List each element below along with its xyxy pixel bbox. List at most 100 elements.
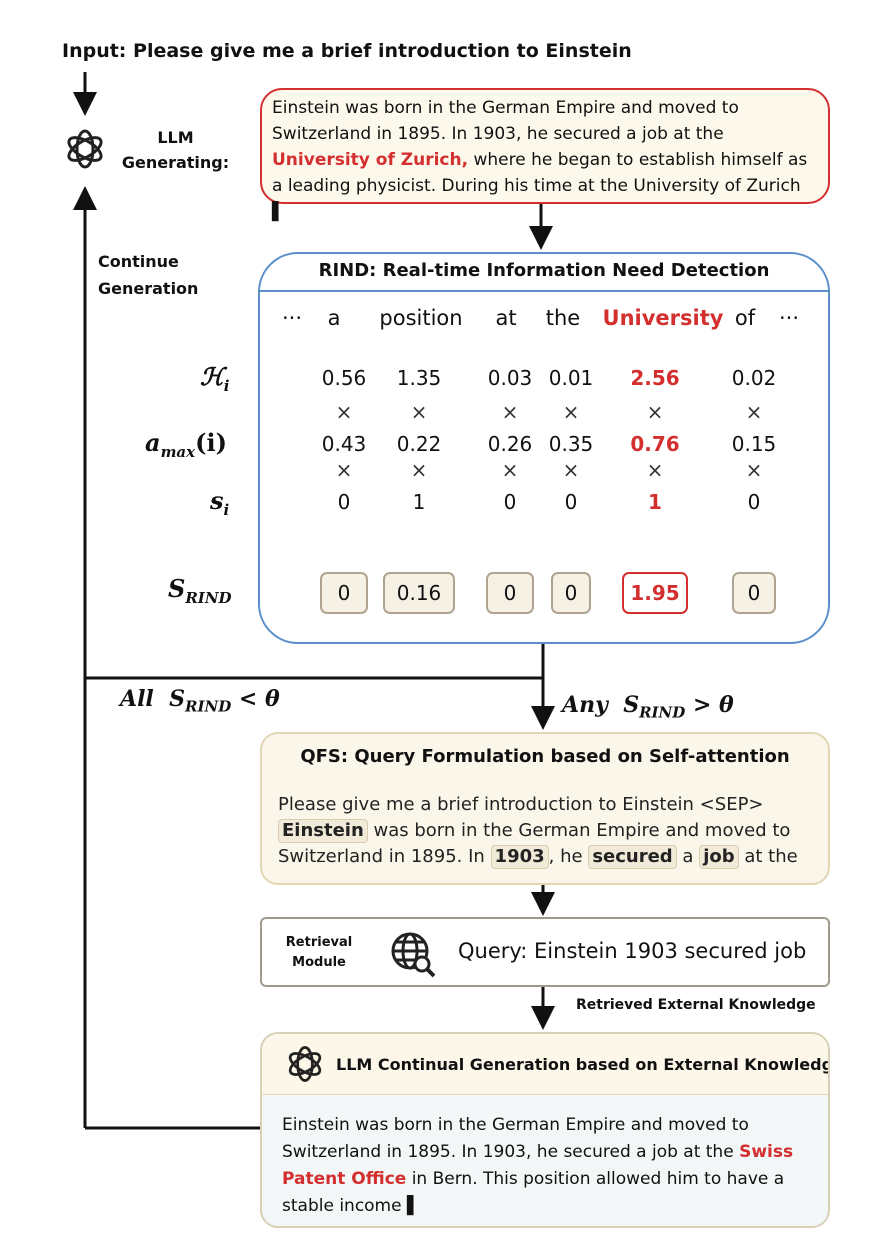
condition-any-word: Any — [562, 692, 608, 718]
retrieval-query: Query: Einstein 1903 secured job — [458, 939, 807, 963]
rind-score-box: 0 — [551, 572, 591, 614]
continual-highlight: Swiss Patent Office — [282, 1142, 794, 1189]
token-university: University — [602, 306, 724, 330]
condition-all-relation: < θ — [238, 686, 280, 712]
web-search-icon — [391, 932, 436, 978]
entropy-symbol: ℋ — [200, 362, 224, 391]
row-label-attention: amax(i) — [145, 428, 227, 461]
qfs-text-2: was born in the German Empire and moved … — [367, 820, 791, 841]
entropy-value: 0.01 — [548, 366, 594, 390]
retrieval-module-box: Retrieval Module Query: Einstein 1903 se… — [260, 917, 830, 987]
entropy-value: 0.02 — [731, 366, 777, 390]
llm-generation-box: Einstein was born in the German Empire a… — [260, 88, 830, 222]
multiply-sign: × — [335, 458, 353, 482]
ellipsis-right: ··· — [778, 306, 800, 330]
multiply-sign: × — [410, 458, 428, 482]
continual-text-before: Einstein was born in the German Empire a… — [282, 1115, 749, 1162]
continual-text-after: in Bern. This position allowed him to ha… — [282, 1169, 785, 1216]
ellipsis-left: ··· — [281, 306, 303, 330]
rind-score-box: 0 — [732, 572, 776, 614]
condition-all-word: All — [120, 686, 154, 712]
token-the: the — [545, 306, 581, 330]
generation-text-after: where he began to establish himself as a… — [272, 150, 808, 222]
attention-value: 0.26 — [487, 432, 533, 456]
qfs-keyword-1903: 1903 — [490, 845, 549, 869]
attention-value: 0.76 — [630, 432, 680, 456]
qfs-text: Please give me a brief introduction to E… — [278, 792, 818, 870]
token-a: a — [327, 306, 341, 330]
multiply-sign: × — [562, 400, 580, 424]
attention-arg: (i) — [195, 428, 227, 457]
stopword-subscript: i — [223, 500, 230, 519]
rind-divider — [260, 290, 828, 292]
multiply-sign: × — [745, 458, 763, 482]
qfs-text-5: a — [676, 846, 700, 867]
generation-highlight: University of Zurich, — [272, 150, 469, 170]
retrieval-module-label: Retrieval Module — [285, 935, 353, 970]
row-label-stopword: si — [210, 486, 229, 519]
stopword-value: 0 — [747, 490, 761, 514]
rind-score-box: 1.95 — [622, 572, 688, 614]
condition-any-symbol: S — [623, 692, 640, 718]
qfs-text-4: , he — [548, 846, 589, 867]
condition-any-subscript: RIND — [639, 703, 686, 722]
rind-title: RIND: Real-time Information Need Detecti… — [318, 260, 770, 281]
stopword-value: 1 — [648, 490, 662, 514]
continue-generation-label: Continue Generation — [98, 252, 199, 298]
rind-score-box: 0.16 — [383, 572, 455, 614]
qfs-keyword-einstein: Einstein — [278, 819, 368, 843]
multiply-sign: × — [562, 458, 580, 482]
attention-symbol: a — [145, 428, 161, 457]
condition-all-symbol: S — [169, 686, 186, 712]
attention-value: 0.22 — [396, 432, 442, 456]
stopword-value: 0 — [337, 490, 351, 514]
llm-generating-label: LLM Generating: — [121, 128, 230, 172]
stopword-value: 1 — [412, 490, 426, 514]
stopword-value: 0 — [564, 490, 578, 514]
attention-value: 0.15 — [731, 432, 777, 456]
multiply-sign: × — [501, 458, 519, 482]
qfs-text-3: Switzerland in 1895. In — [278, 846, 491, 867]
stopword-value: 0 — [503, 490, 517, 514]
generation-text-before: Einstein was born in the German Empire a… — [272, 98, 739, 144]
multiply-sign: × — [410, 400, 428, 424]
condition-all-subscript: RIND — [185, 697, 232, 716]
llm-logo-icon — [288, 1046, 322, 1082]
continual-generation-box: LLM Continual Generation based on Extern… — [260, 1032, 830, 1228]
row-label-rind-score: SRIND — [168, 574, 232, 607]
stopword-symbol: s — [210, 486, 224, 515]
entropy-value: 2.56 — [630, 366, 680, 390]
continual-generation-header: LLM Continual Generation based on Extern… — [262, 1034, 828, 1095]
entropy-subscript: i — [223, 376, 230, 395]
attention-value: 0.43 — [321, 432, 367, 456]
entropy-value: 1.35 — [396, 366, 442, 390]
rind-score-subscript: RIND — [185, 588, 232, 607]
qfs-panel: QFS: Query Formulation based on Self-att… — [260, 732, 830, 885]
input-prompt: Input: Please give me a brief introducti… — [62, 40, 632, 62]
qfs-title: QFS: Query Formulation based on Self-att… — [300, 746, 790, 767]
qfs-keyword-job: job — [699, 845, 739, 869]
qfs-text-6: at the — [738, 846, 798, 867]
attention-subscript: max — [160, 442, 196, 461]
multiply-sign: × — [646, 458, 664, 482]
qfs-keyword-secured: secured — [588, 845, 677, 869]
token-of: of — [734, 306, 756, 330]
rind-score-symbol: S — [168, 574, 186, 603]
multiply-sign: × — [745, 400, 763, 424]
condition-all-below-threshold: All SRIND < θ — [120, 686, 280, 715]
multiply-sign: × — [335, 400, 353, 424]
retrieved-knowledge-label: Retrieved External Knowledge — [576, 997, 816, 1013]
llm-logo-icon — [67, 129, 103, 169]
rind-score-box: 0 — [486, 572, 534, 614]
condition-any-relation: > θ — [692, 692, 734, 718]
rind-score-box: 0 — [320, 572, 368, 614]
qfs-line-1: Please give me a brief introduction to E… — [278, 794, 764, 815]
attention-value: 0.35 — [548, 432, 594, 456]
continual-generation-title: LLM Continual Generation based on Extern… — [336, 1055, 830, 1074]
token-at: at — [495, 306, 517, 330]
condition-any-above-threshold: Any SRIND > θ — [562, 692, 734, 721]
continual-generation-text: Einstein was born in the German Empire a… — [282, 1112, 817, 1220]
entropy-value: 0.56 — [321, 366, 367, 390]
multiply-sign: × — [501, 400, 519, 424]
token-position: position — [379, 306, 463, 330]
